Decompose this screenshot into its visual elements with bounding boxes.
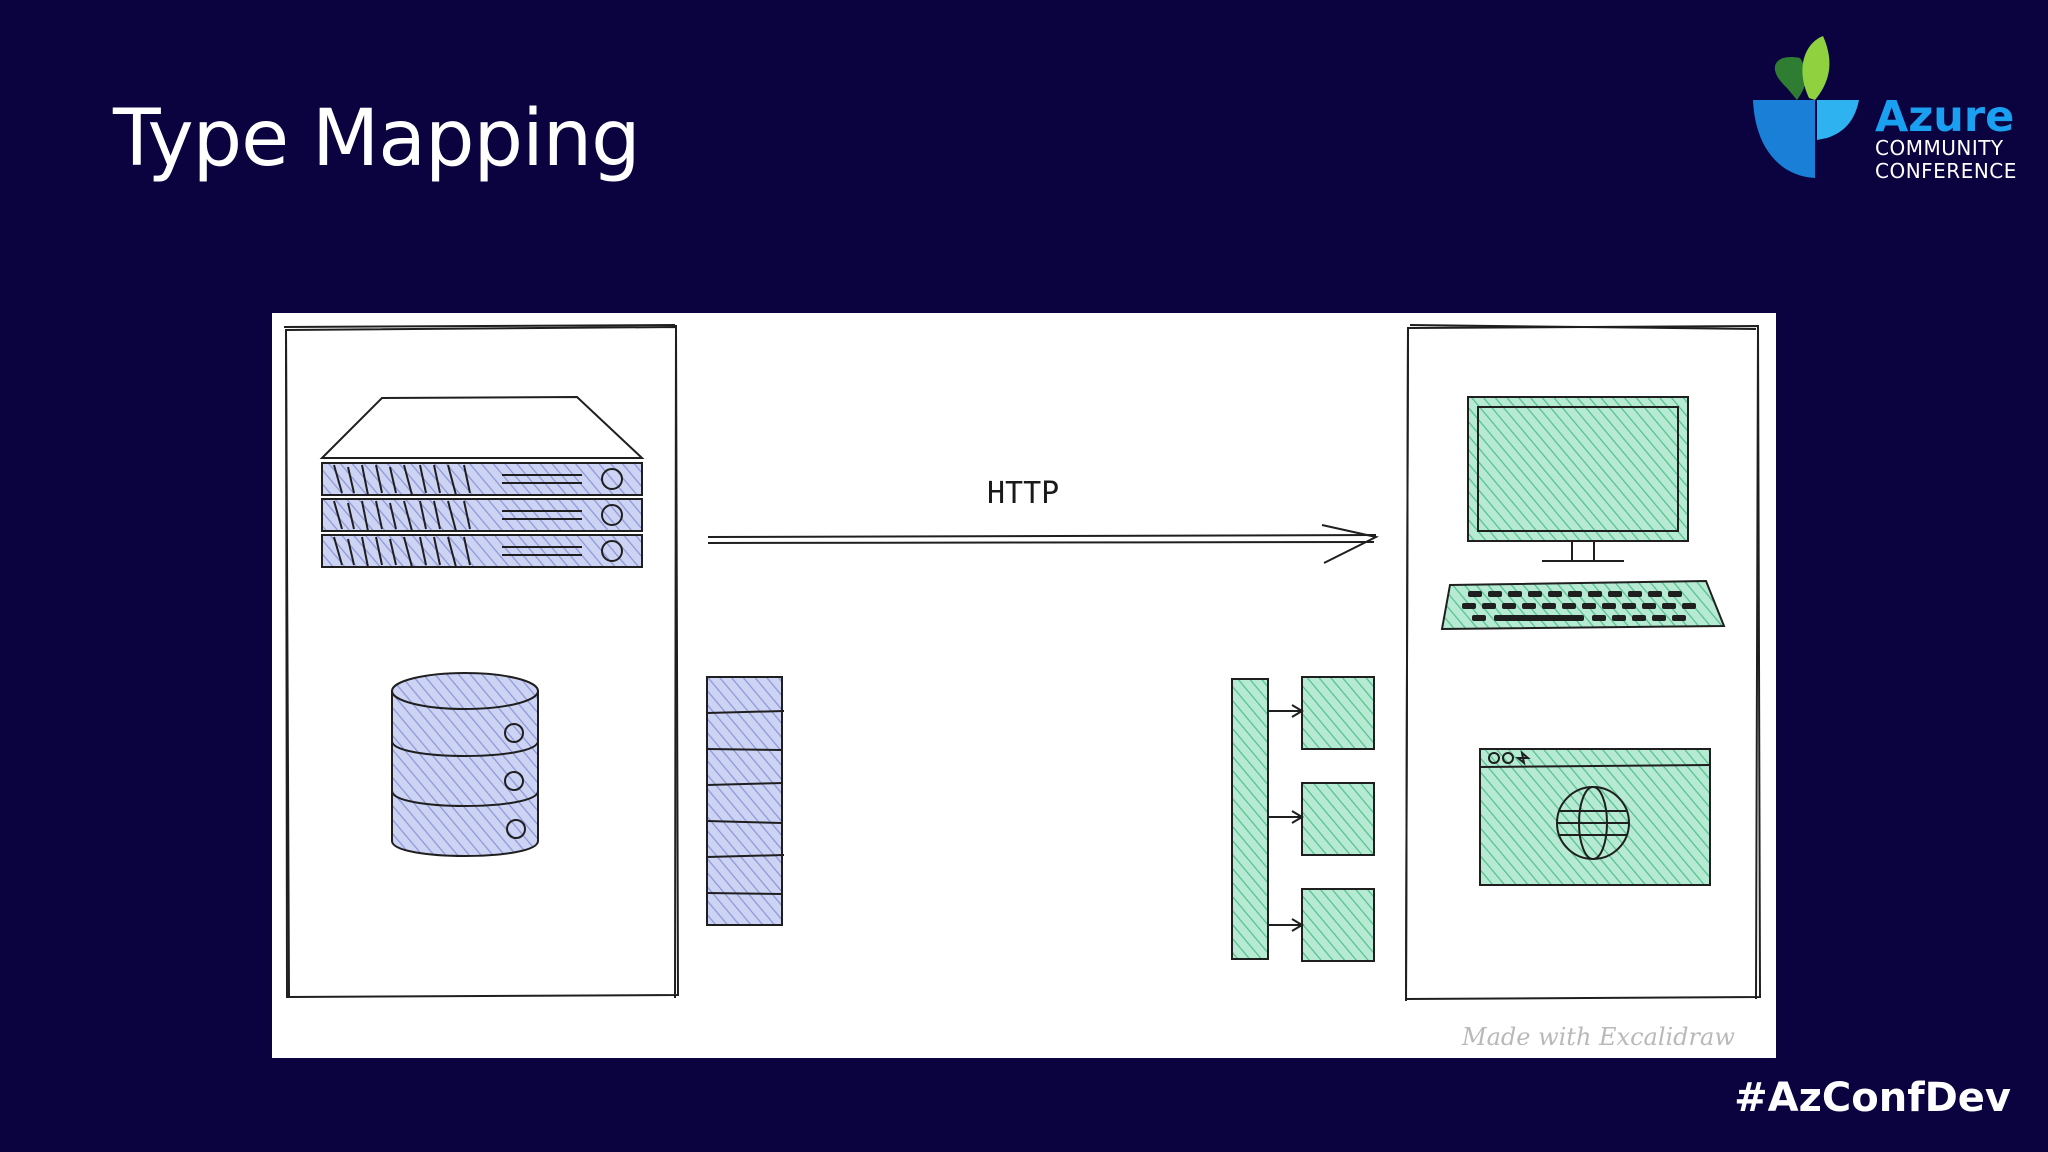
http-arrow	[707, 524, 1379, 564]
excalidraw-watermark: Made with Excalidraw	[1461, 1023, 1735, 1051]
database-icon	[391, 672, 539, 857]
desktop-computer-icon	[1440, 396, 1726, 631]
slide-title: Type Mapping	[113, 94, 641, 184]
logo-subtitle-line-2: CONFERENCE	[1875, 159, 2017, 183]
server-rack-icon	[319, 395, 645, 568]
logo-wordmark: Azure	[1875, 92, 2015, 142]
cup-leaves-icon	[1753, 36, 1859, 178]
excalidraw-diagram: HTTP	[272, 313, 1776, 1058]
azure-community-conference-logo: Azure COMMUNITY CONFERENCE	[1745, 28, 2025, 188]
client-side-box	[1404, 324, 1762, 1002]
logo-subtitle-line-1: COMMUNITY	[1875, 136, 2004, 160]
object-graph	[1231, 676, 1375, 962]
serialized-data-stack	[706, 676, 785, 926]
server-side-box	[283, 324, 680, 999]
conference-hashtag: #AzConfDev	[1734, 1075, 2011, 1121]
diagram-canvas: HTTP	[283, 324, 1762, 1051]
browser-globe-icon	[1479, 748, 1711, 886]
http-label: HTTP	[987, 476, 1059, 511]
